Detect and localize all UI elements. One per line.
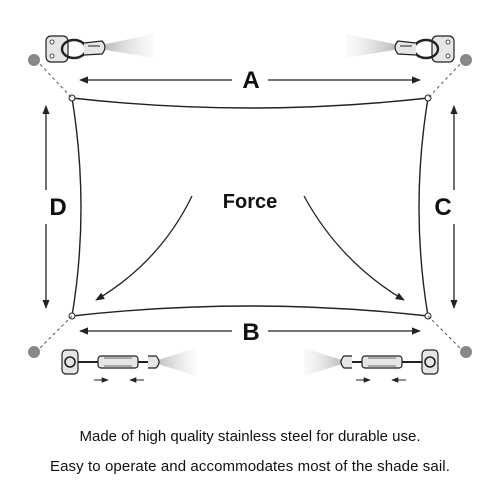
caption-line-2: Easy to operate and accommodates most of…	[50, 458, 450, 475]
caption-line-1: Made of high quality stainless steel for…	[79, 428, 421, 445]
shade-sail-diagram: A B D C Force	[28, 34, 472, 383]
pad-eye-snap-hook-icon	[346, 34, 455, 63]
force-arrow-right	[303, 195, 405, 301]
pad-eye-snap-hook-icon	[45, 34, 154, 63]
turnbuckle-pad-eye-icon	[304, 348, 439, 383]
dimension-label-c: C	[434, 194, 451, 221]
force-arrow-left	[95, 195, 193, 301]
anchor-points	[28, 54, 472, 358]
dimension-label-d: D	[49, 194, 66, 221]
tension-lines	[35, 59, 465, 353]
dimension-label-a: A	[242, 67, 259, 94]
dimension-label-b: B	[242, 319, 259, 346]
force-label: Force	[223, 191, 277, 213]
turnbuckle-pad-eye-icon	[61, 348, 196, 383]
